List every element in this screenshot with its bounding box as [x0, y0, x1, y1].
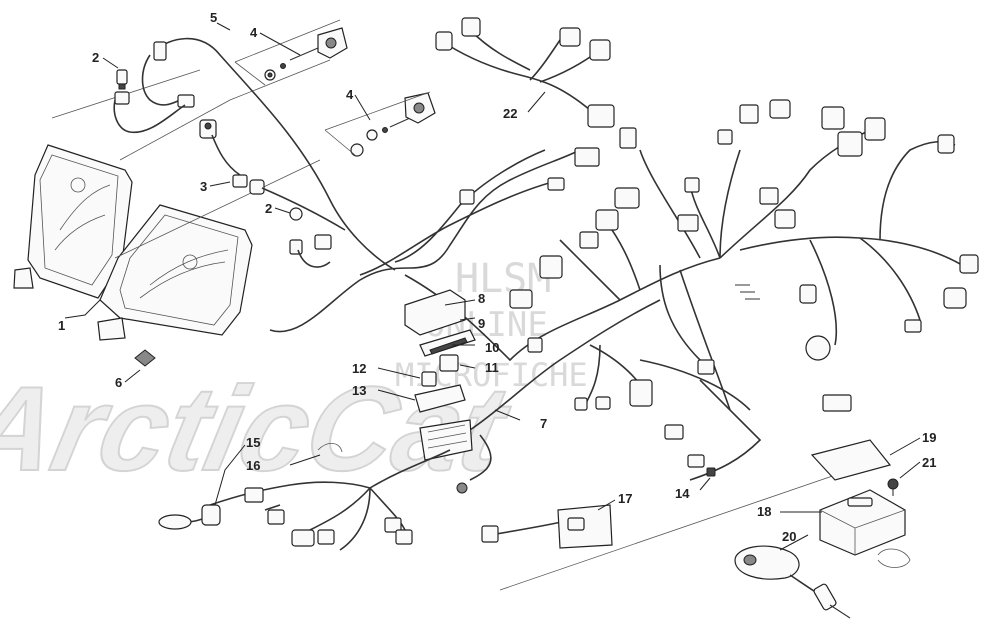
- screw-21: [887, 478, 899, 496]
- callout-8: 8: [478, 291, 485, 306]
- callout-3: 3: [200, 179, 207, 194]
- callout-12: 12: [352, 361, 366, 376]
- callout-14: 14: [675, 486, 690, 501]
- callout-labels: 1 2 2 3 4 4 5 6 7 8 9 10 11 12 13 14 15 …: [58, 10, 936, 544]
- callout-2-lower: 2: [265, 201, 272, 216]
- part-6: [134, 349, 156, 367]
- key-20: [734, 545, 851, 619]
- callout-4-upper: 4: [250, 25, 258, 40]
- bulb-upper: [114, 69, 130, 105]
- callout-11: 11: [485, 360, 499, 375]
- lower-left-harness: [158, 443, 451, 551]
- callout-17: 17: [618, 491, 632, 506]
- callout-5: 5: [210, 10, 217, 25]
- callout-2-upper: 2: [92, 50, 99, 65]
- callout-4-lower: 4: [346, 87, 354, 102]
- relay-box-parts: [404, 289, 476, 461]
- bulb-lower: [289, 207, 303, 255]
- callout-18: 18: [757, 504, 771, 519]
- module-17: [481, 469, 851, 591]
- leader-lines: [64, 22, 921, 551]
- callout-6: 6: [115, 375, 122, 390]
- adjuster-upper: [264, 27, 348, 81]
- adjuster-lower: [350, 92, 436, 157]
- callout-9: 9: [478, 316, 485, 331]
- socket-upper: [199, 119, 217, 139]
- callout-1: 1: [58, 318, 65, 333]
- callout-22: 22: [503, 106, 517, 121]
- callout-21: 21: [922, 455, 936, 470]
- headlight-left: [13, 144, 133, 299]
- callout-19: 19: [922, 430, 936, 445]
- socket-lower: [232, 174, 265, 195]
- callout-7: 7: [540, 416, 547, 431]
- ecu-18: [819, 489, 911, 568]
- part-14: [706, 467, 716, 477]
- callout-20: 20: [782, 529, 796, 544]
- sub-harness-22: [435, 17, 615, 128]
- headlight-right: [97, 204, 253, 341]
- cover-19: [810, 439, 892, 481]
- callout-13: 13: [352, 383, 366, 398]
- watermark-line-1: HLSM: [455, 256, 551, 302]
- harness-connectors: [314, 99, 979, 494]
- callout-10: 10: [485, 340, 499, 355]
- callout-15: 15: [246, 435, 260, 450]
- headlight-sub-harness: [113, 37, 396, 271]
- callout-16: 16: [246, 458, 260, 473]
